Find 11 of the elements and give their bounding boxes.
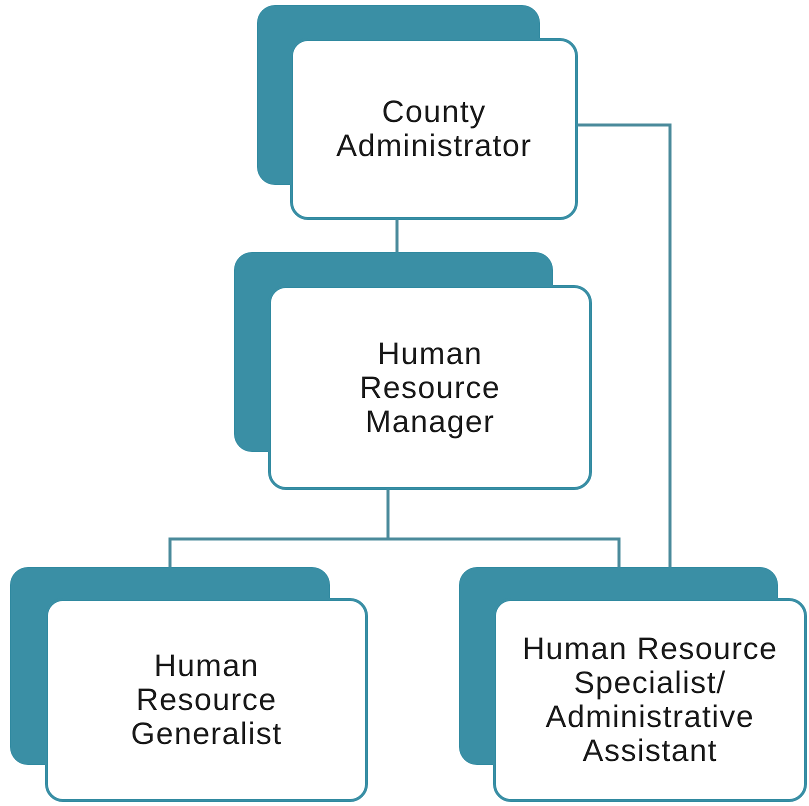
role-title: Human Resource Generalist	[130, 649, 284, 751]
org-chart-card	[459, 567, 807, 802]
org-chart-card	[234, 252, 592, 490]
connector-line	[578, 124, 672, 567]
connector-line	[396, 220, 398, 252]
role-title: County Administrator	[335, 95, 533, 163]
role-title: Human Resource Specialist/ Administrative Assistant	[521, 632, 779, 768]
connector-line	[386, 490, 620, 567]
org-chart-card	[10, 567, 368, 802]
role-title: Human Resource Manager	[358, 336, 502, 438]
org-chart-card	[257, 5, 578, 220]
